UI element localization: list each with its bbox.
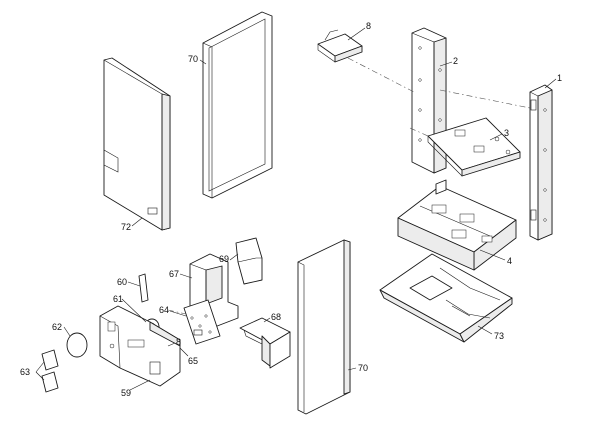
callout-59: 59 [121,388,131,398]
part-64-circuit-board [183,299,221,345]
part-60-post [138,273,149,303]
part-70-frame-panel-upper [202,11,273,199]
callout-72: 72 [121,222,131,232]
part-63-plates [41,349,59,393]
part-72-side-panel [103,57,171,231]
callout-62: 62 [52,322,62,332]
callout-61: 61 [113,294,123,304]
callout-60: 60 [117,277,127,287]
callout-70-upper: 70 [188,54,198,64]
part-68-l-bracket [239,317,291,369]
callout-68: 68 [271,312,281,322]
part-73-bottom-pan [379,253,513,343]
part-59-front-housing [99,305,181,387]
part-4-base-tray [397,179,517,271]
callout-8-top: 8 [366,21,371,31]
callout-2: 2 [453,56,458,66]
callout-3: 3 [504,128,509,138]
callout-67: 67 [169,269,179,279]
callout-labels: 1 2 3 4 8 8 59 60 61 62 63 64 65 67 68 6… [20,21,562,398]
leader-lines [35,27,557,391]
callout-1: 1 [557,73,562,83]
callout-65: 65 [188,356,198,366]
callout-8-housing: 8 [176,337,181,347]
callout-70-lower: 70 [358,363,368,373]
callout-73: 73 [494,331,504,341]
part-69-bracket [235,237,263,285]
alignment-lines [167,57,531,315]
part-1-side-rail [529,84,553,241]
part-2-vertical-channel [411,27,447,174]
part-62-disc [66,332,88,358]
part-3-cross-member [427,117,521,177]
callout-63: 63 [20,367,30,377]
part-70-panel-lower [297,239,351,415]
callout-69: 69 [219,254,229,264]
callout-64: 64 [159,305,169,315]
part-8-bracket-top [317,29,363,63]
callout-4: 4 [507,256,512,266]
